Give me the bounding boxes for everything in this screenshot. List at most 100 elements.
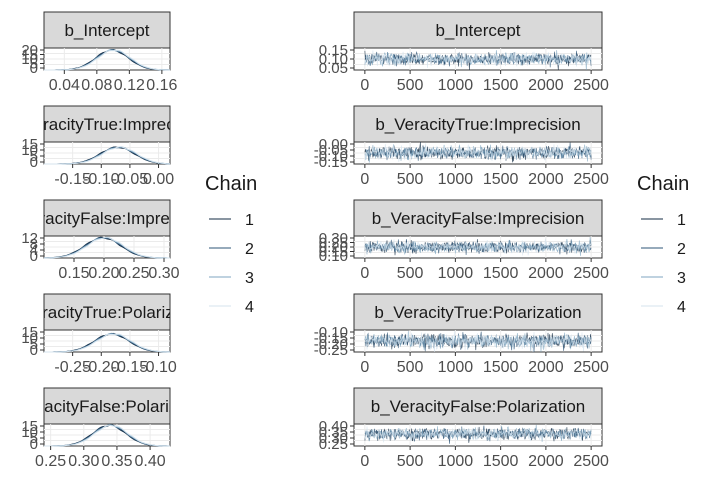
x-tick-label: 2000 [528, 77, 564, 94]
x-tick-label: 500 [397, 171, 424, 188]
facet-strip [43, 199, 171, 237]
facet-title: b_VeracityFalse:Imprecision [372, 209, 585, 228]
y-tick-label: -0.15 [314, 154, 348, 171]
legend-label: 2 [245, 241, 254, 258]
x-tick-label: 1000 [438, 171, 474, 188]
y-tick-label: 0.30 [319, 430, 348, 447]
y-tick-label: 8 [30, 236, 38, 253]
x-tick-label: -0.15 [54, 171, 91, 188]
y-tick-label: -0.25 [314, 342, 348, 359]
y-tick-label: 0 [30, 342, 38, 359]
trace-lines [364, 141, 592, 163]
facet-title: b_VeracityFalse:Polarization [371, 397, 586, 416]
y-tick-label: 0.35 [319, 424, 348, 441]
facet-strip [43, 293, 171, 331]
y-tick-label: -0.15 [314, 330, 348, 347]
x-tick-label: 0.20 [88, 265, 119, 282]
x-tick-label: 0.25 [35, 453, 66, 470]
y-tick-label: 10 [21, 424, 38, 441]
x-tick-label: 2000 [528, 453, 564, 470]
density-line-chain-4 [44, 333, 170, 353]
y-tick-label: 5 [30, 56, 38, 73]
legend-label: 4 [245, 299, 254, 316]
x-tick-label: 0.25 [118, 265, 149, 282]
x-tick-label: 0.16 [146, 77, 177, 94]
x-tick-label: 0 [360, 359, 369, 376]
x-tick-label: 500 [397, 453, 424, 470]
x-tick-label: 0.30 [68, 453, 99, 470]
y-tick-label: -0.10 [314, 148, 348, 165]
density-curves [44, 236, 170, 259]
x-tick-label: 1500 [483, 359, 519, 376]
trace-line-chain-3 [364, 144, 592, 163]
trace-line-chain-4 [364, 426, 592, 443]
x-tick-label: 500 [397, 359, 424, 376]
y-tick-label: 0.10 [319, 248, 348, 265]
y-tick-label: 0.05 [319, 60, 348, 77]
x-tick-label: 0.12 [114, 77, 145, 94]
x-tick-label: 0.40 [135, 453, 166, 470]
legend-label: 4 [677, 299, 686, 316]
legend-label: 1 [245, 212, 254, 229]
x-tick-label: 1500 [483, 77, 519, 94]
x-tick-label: 2500 [573, 453, 609, 470]
y-tick-label: 5 [30, 336, 38, 353]
y-tick-label: 0 [30, 154, 38, 171]
legend-chain: Chain 1 2 3 4 [205, 173, 257, 316]
density-panel-3: b_VeracityTrue:Polarization-0.25-0.20-0.… [21, 293, 177, 376]
x-tick-label: 2000 [528, 171, 564, 188]
legend-label: 3 [245, 270, 254, 287]
x-tick-label: 0.04 [49, 77, 80, 94]
x-tick-label: 0 [360, 453, 369, 470]
facet-strip [43, 105, 171, 143]
x-tick-label: 0.15 [58, 265, 89, 282]
x-tick-label: 500 [397, 77, 424, 94]
density-panel-2: b_VeracityFalse:Imprecision 0.150.200.25 0… [1, 199, 214, 282]
y-tick-label: 0.40 [319, 418, 348, 435]
y-tick-label: 20 [21, 42, 38, 59]
legend-label: 1 [677, 212, 686, 229]
density-curves [44, 332, 170, 353]
density-curves [44, 424, 171, 447]
y-tick-label: 10 [21, 142, 38, 159]
x-tick-label: 0.35 [101, 453, 132, 470]
y-tick-label: 0.10 [319, 51, 348, 68]
trace-lines [364, 331, 592, 353]
x-tick-label: 2000 [528, 359, 564, 376]
density-line-chain-4 [44, 236, 170, 259]
trace-lines [364, 424, 592, 444]
y-tick-label: 0 [30, 248, 38, 265]
facet-title: b_VeracityFalse:Imprecision [1, 209, 214, 228]
x-tick-label: -0.25 [54, 359, 91, 376]
y-tick-label: 15 [21, 418, 38, 435]
y-tick-label: 15 [21, 136, 38, 153]
facet-title: b_VeracityTrue:Imprecision [4, 115, 209, 134]
y-tick-label: 5 [30, 430, 38, 447]
y-tick-label: 0.25 [319, 235, 348, 252]
x-tick-label: 0 [360, 77, 369, 94]
y-tick-label: 0 [30, 60, 38, 77]
trace-lines [364, 50, 592, 71]
x-tick-label: 1500 [483, 453, 519, 470]
density-line-chain-4 [44, 49, 170, 71]
x-tick-label: 1500 [483, 171, 519, 188]
y-tick-label: 0.20 [319, 239, 348, 256]
x-tick-label: 2500 [573, 171, 609, 188]
trace-line-chain-4 [364, 143, 592, 162]
facet-title: b_VeracityTrue:Imprecision [375, 115, 580, 134]
y-tick-label: 0.15 [319, 42, 348, 59]
y-tick-label: 12 [21, 230, 38, 247]
y-tick-label: 10 [21, 330, 38, 347]
trace-line-chain-4 [364, 238, 592, 256]
legend-title: Chain [205, 173, 257, 195]
x-tick-label: -0.10 [83, 171, 120, 188]
y-tick-label: 0.30 [319, 230, 348, 247]
legend-title: Chain [637, 173, 689, 195]
density-line-chain-4 [44, 424, 171, 447]
x-tick-label: 1000 [438, 265, 474, 282]
y-tick-label: -0.10 [314, 324, 348, 341]
